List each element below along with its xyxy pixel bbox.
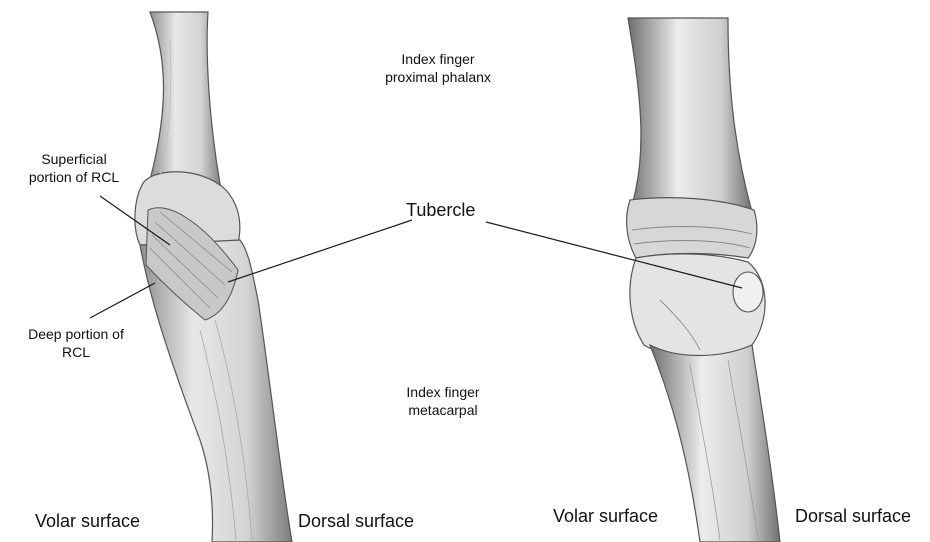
volar-surface-label-right: Volar surface bbox=[553, 505, 658, 528]
right-bone-illustration bbox=[627, 18, 780, 542]
dorsal-surface-label-right: Dorsal surface bbox=[795, 505, 911, 528]
volar-surface-label-left: Volar surface bbox=[35, 510, 140, 533]
phalanx-label-line1: Index finger bbox=[378, 50, 498, 68]
right-metacarpal bbox=[650, 345, 780, 542]
right-tubercle-shape bbox=[733, 272, 763, 312]
metacarpal-label-line1: Index finger bbox=[388, 383, 498, 401]
right-proximal-phalanx bbox=[628, 18, 752, 212]
superficial-rcl-label: Superficial portion of RCL bbox=[8, 150, 140, 186]
right-joint-ridge bbox=[627, 198, 757, 258]
deep-leader-line bbox=[90, 283, 155, 318]
tubercle-label: Tubercle bbox=[406, 199, 475, 222]
left-bone-illustration bbox=[135, 12, 292, 542]
superficial-rcl-label-line2: portion of RCL bbox=[8, 168, 140, 186]
metacarpal-label-line2: metacarpal bbox=[388, 401, 498, 419]
phalanx-label: Index finger proximal phalanx bbox=[378, 50, 498, 86]
phalanx-label-line2: proximal phalanx bbox=[378, 68, 498, 86]
superficial-rcl-label-line1: Superficial bbox=[8, 150, 140, 168]
dorsal-surface-label-left: Dorsal surface bbox=[298, 510, 414, 533]
deep-rcl-label-line2: RCL bbox=[6, 343, 146, 361]
deep-rcl-label-line1: Deep portion of bbox=[6, 325, 146, 343]
tubercle-leader-line-left bbox=[228, 220, 412, 282]
deep-rcl-label: Deep portion of RCL bbox=[6, 325, 146, 361]
left-proximal-phalanx bbox=[150, 12, 222, 195]
metacarpal-label: Index finger metacarpal bbox=[388, 383, 498, 419]
